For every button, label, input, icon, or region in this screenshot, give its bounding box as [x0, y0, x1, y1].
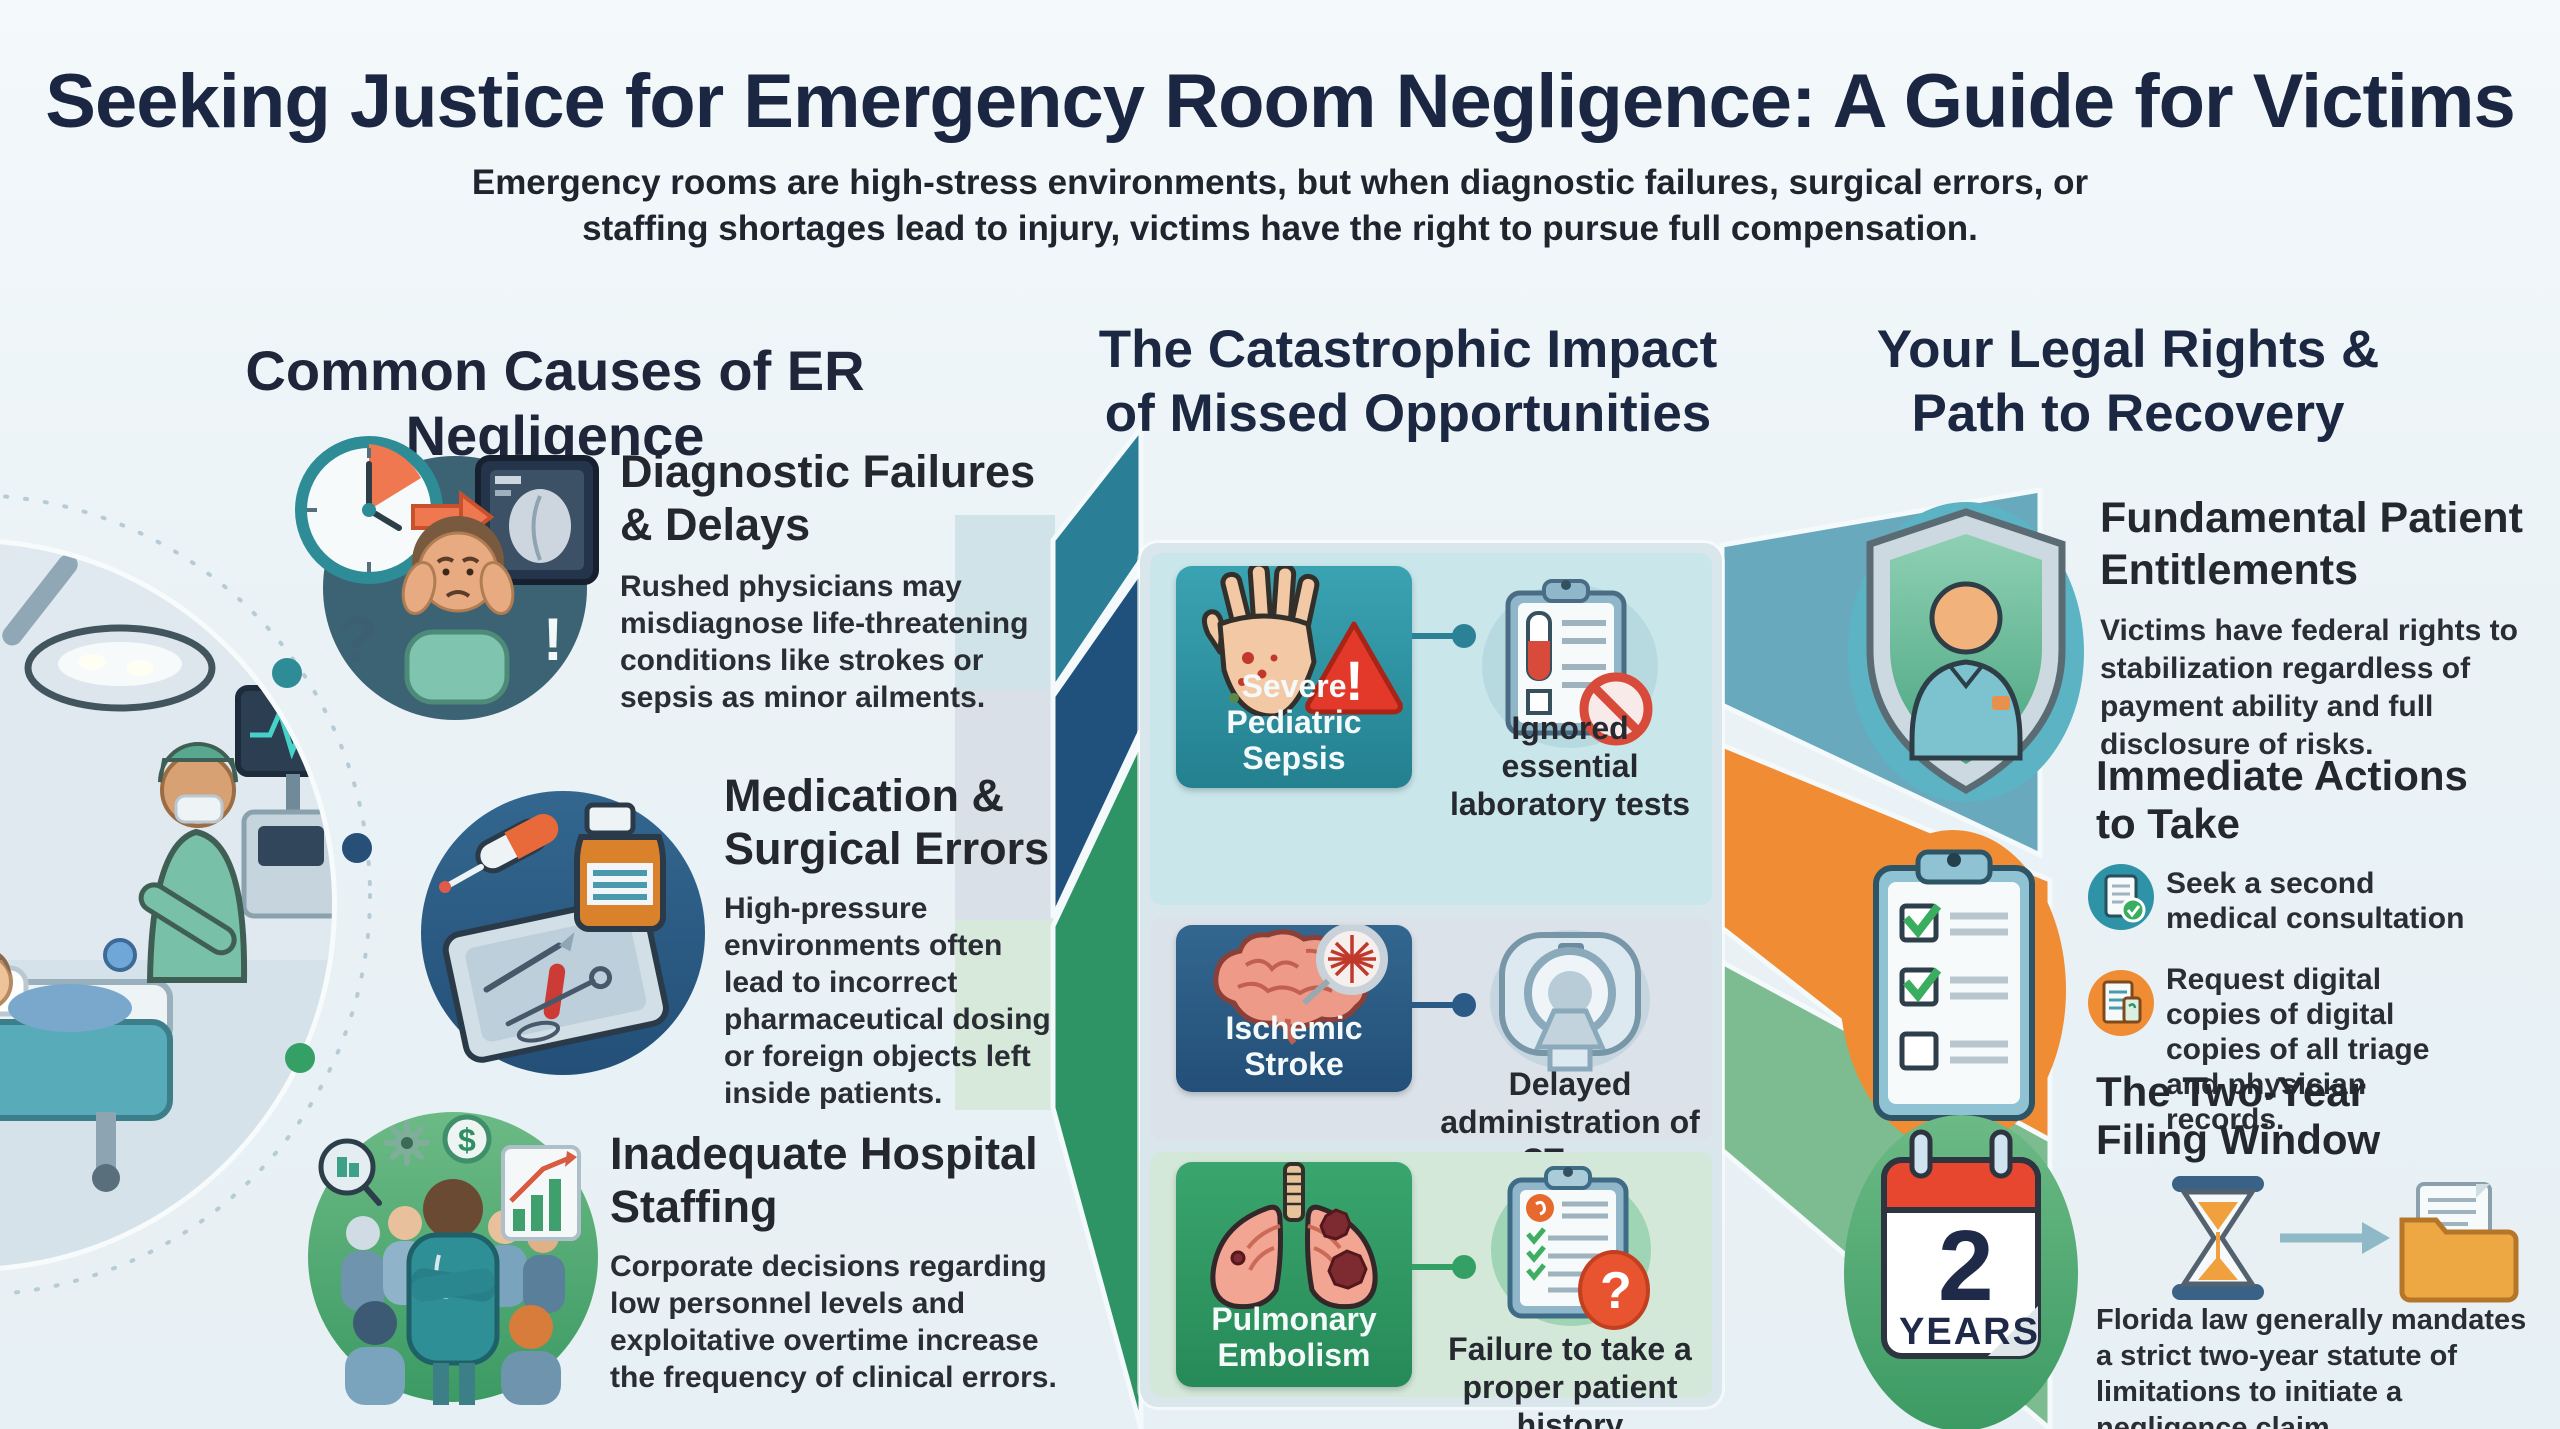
worried-patient-icon	[401, 516, 515, 705]
instrument-tray-icon	[442, 895, 669, 1063]
diagnostic-delay-icon: ? !	[295, 420, 605, 735]
calendar-icon: 2 YEARS	[1881, 1129, 2041, 1359]
clot-magnifier-icon	[1301, 925, 1388, 1006]
cause-2-body: High-pressure environments often lead to…	[724, 892, 1051, 1110]
subtitle-line-2: staffing shortages lead to injury, victi…	[582, 209, 1978, 248]
action-bullet-1: Seek a second medical consultation	[2166, 867, 2465, 935]
declining-chart-icon	[501, 1145, 581, 1241]
hourglass-icon	[2172, 1176, 2264, 1300]
dollar-coin-icon: $	[442, 1114, 492, 1164]
arrow-right-icon	[2280, 1222, 2390, 1254]
checkbox-icon	[1899, 903, 1942, 1071]
page-subtitle: Emergency rooms are high-stress environm…	[0, 160, 2560, 252]
entitlements-body: Victims have federal rights to stabiliza…	[2100, 614, 2518, 761]
svg-text:$: $	[458, 1122, 476, 1158]
connector-line	[1412, 993, 1476, 1017]
failure-label: Ignored essential laboratory tests	[1449, 710, 1691, 822]
clot-icon	[1230, 1208, 1368, 1290]
impact-row-embolism: Pulmonary Embolism	[1150, 1152, 1712, 1429]
records-icon	[2086, 968, 2156, 1038]
cause-3-body: Corporate decisions regarding low person…	[610, 1250, 1057, 1394]
two-year-calendar-icon: 2 YEARS	[1842, 1108, 2080, 1429]
cause-3-heading: Inadequate Hospital Staffing	[610, 1128, 1038, 1232]
rights-header-line-1: Your Legal Rights &	[1876, 320, 2380, 379]
syringe-icon	[446, 864, 484, 888]
causes-header: Common Causes of ER Negligence	[245, 339, 865, 467]
rights-header-line-2: Path to Recovery	[1911, 384, 2345, 443]
surgical-tray-icon	[415, 775, 711, 1091]
brain-icon	[1213, 925, 1388, 1045]
question-badge-icon: ?	[1578, 1250, 1650, 1330]
condition-label: Pulmonary Embolism	[1211, 1301, 1377, 1373]
understaffed-team-icon: $	[305, 1105, 601, 1405]
stroke-tile: Ischemic Stroke	[1176, 925, 1412, 1092]
nurse-crossed-arms-icon	[406, 1179, 500, 1405]
lab-tests-icon	[1470, 571, 1670, 751]
entitlements-heading: Fundamental Patient Entitlements	[2100, 494, 2523, 594]
exclamation-icon: !	[543, 606, 563, 673]
svg-text:!: !	[1345, 649, 1364, 712]
claim-folder-icon	[2399, 1182, 2519, 1303]
second-opinion-icon	[2086, 862, 2156, 932]
crowd-icon	[341, 1206, 565, 1405]
checkmarks-icon	[1526, 1227, 1546, 1281]
svg-text:?: ?	[1600, 1262, 1632, 1320]
impact-header: The Catastrophic Impact of Missed Opport…	[1098, 318, 1718, 446]
magnifier-hospital-icon	[318, 1138, 382, 1206]
blood-vial-icon	[1526, 611, 1552, 681]
question-mark-icon: ?	[337, 602, 377, 676]
warning-triangle-icon: !	[1305, 621, 1403, 715]
subtitle-line-1: Emergency rooms are high-stress environm…	[471, 163, 2089, 202]
shield-patient-icon	[1846, 500, 2086, 810]
failure-label: Failure to take a proper patient history	[1448, 1331, 1692, 1429]
patient-badge-icon	[1526, 1194, 1554, 1222]
dashed-arc	[0, 494, 372, 1296]
lungs-icon	[1210, 1162, 1378, 1310]
sepsis-hand-icon: !	[1202, 566, 1403, 716]
filing-heading: The Two-Year Filing Window	[2096, 1068, 2381, 1163]
cause-1-heading: Diagnostic Failures & Delays	[620, 446, 1036, 550]
deadline-flow-icon	[2150, 1168, 2530, 1308]
arc-dot-green	[285, 1043, 315, 1073]
embolism-tile: Pulmonary Embolism	[1176, 1162, 1412, 1387]
filing-body: Florida law generally mandates a strict …	[2096, 1304, 2527, 1429]
condition-label: Severe Pediatric Sepsis	[1226, 668, 1362, 776]
impact-panel: ! Severe Pediatric Sepsis	[1140, 543, 1722, 1429]
condition-label: Ischemic Stroke	[1225, 1010, 1363, 1082]
arc-dot-teal	[272, 658, 302, 688]
sepsis-tile: ! Severe Pediatric Sepsis	[1176, 566, 1412, 788]
patient-history-icon: ?	[1476, 1160, 1666, 1330]
rights-header: Your Legal Rights & Path to Recovery	[1848, 318, 2408, 446]
connector-line	[1412, 624, 1476, 648]
connector-line	[1412, 1255, 1476, 1279]
impact-header-line-1: The Catastrophic Impact	[1098, 320, 1718, 379]
checklist-clipboard-icon	[1838, 828, 2068, 1154]
patient-figure-icon	[1909, 581, 2023, 761]
pill-icon	[475, 814, 559, 874]
ct-scanner-icon	[1480, 925, 1660, 1075]
cause-1-body: Rushed physicians may misdiagnose life-t…	[620, 570, 1029, 714]
actions-heading: Immediate Actions to Take	[2096, 752, 2468, 847]
impact-row-stroke: Ischemic Stroke Delayed administration o…	[1150, 917, 1712, 1178]
cause-2-heading: Medication & Surgical Errors	[724, 770, 1050, 874]
arc-dot-navy	[342, 833, 372, 863]
prohibition-icon	[1579, 672, 1653, 746]
calendar-number: 2	[1938, 1210, 1994, 1322]
medicine-bottle-icon	[574, 802, 666, 932]
action-bullet-2: Request digital copies of digital copies…	[2166, 963, 2430, 1136]
page-title: Seeking Justice for Emergency Room Negli…	[45, 59, 2515, 144]
impact-row-sepsis: ! Severe Pediatric Sepsis	[1150, 553, 1712, 905]
calendar-label: YEARS	[1899, 1311, 2040, 1353]
gear-icon	[384, 1120, 430, 1166]
impact-header-line-2: of Missed Opportunities	[1104, 384, 1712, 443]
